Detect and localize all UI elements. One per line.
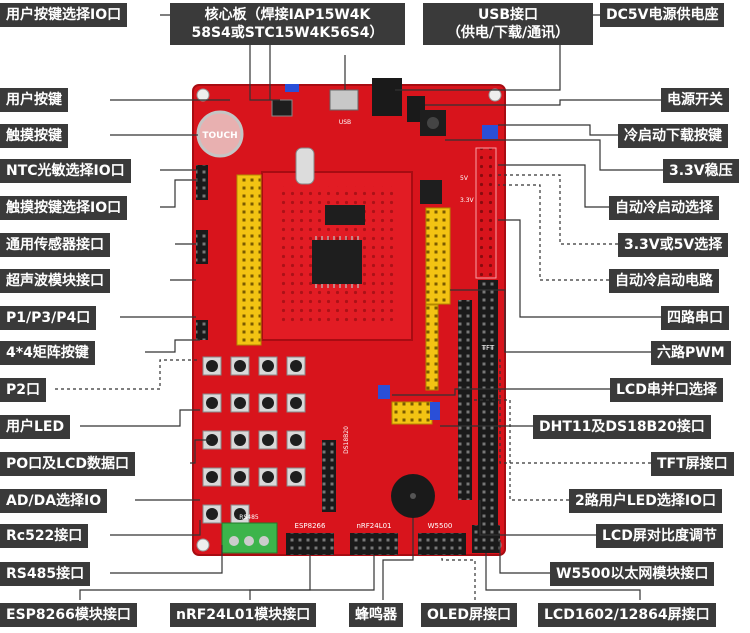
label-tft: TFT屏接口 xyxy=(651,452,734,476)
label-core-board: 核心板（焊接IAP15W4K 58S4或STC15W4K56S4） xyxy=(170,3,405,45)
core-board xyxy=(261,171,442,341)
label-usb-line1: USB接口 xyxy=(477,7,539,23)
silk-3v3: 3.3V xyxy=(460,197,475,204)
label-esp8266: ESP8266模块接口 xyxy=(0,603,137,627)
silk-5v: 5V xyxy=(460,175,469,182)
matrix-key-cap xyxy=(234,397,246,409)
label-rc522: Rc522接口 xyxy=(0,524,89,548)
matrix-key-cap xyxy=(206,434,218,446)
matrix-key-cap xyxy=(290,434,302,446)
matrix-key-cap xyxy=(290,471,302,483)
label-usb-line2: （供电/下载/通讯） xyxy=(446,25,570,41)
user-key xyxy=(271,99,293,117)
label-buzzer: 蜂鸣器 xyxy=(349,603,403,627)
matrix-key-cap xyxy=(206,471,218,483)
silk-ds18b20: DS18B20 xyxy=(343,426,350,454)
label-lcd1602: LCD1602/12864屏接口 xyxy=(538,603,716,627)
black-headers xyxy=(196,165,500,555)
label-core-board-line2: 58S4或STC15W4K56S4） xyxy=(191,25,384,41)
label-dht11: DHT11及DS18B20接口 xyxy=(533,415,711,439)
matrix-key-cap xyxy=(234,360,246,372)
label-w5500: W5500以太网模块接口 xyxy=(550,562,715,586)
silk-w5500: W5500 xyxy=(428,522,453,530)
matrix-key-cap xyxy=(262,397,274,409)
matrix-keypad xyxy=(202,356,306,524)
label-sensor: 通用传感器接口 xyxy=(0,233,110,257)
yellow-headers xyxy=(236,174,451,425)
label-lcd-sp: LCD串并口选择 xyxy=(610,378,723,402)
label-ntc: NTC光敏选择IO口 xyxy=(0,159,131,183)
label-3v3-5v: 3.3V或5V选择 xyxy=(618,233,729,257)
matrix-key-cap xyxy=(206,360,218,372)
label-led2: 2路用户LED选择IO口 xyxy=(569,489,722,513)
touch-pad: TOUCH xyxy=(196,110,244,158)
matrix-key-cap xyxy=(206,397,218,409)
silk-touch: TOUCH xyxy=(202,131,237,141)
dc-jack xyxy=(372,78,402,116)
label-uart4: 四路串口 xyxy=(661,306,729,330)
blue-jumper-mid xyxy=(378,385,390,399)
pink-header xyxy=(475,147,497,279)
label-auto-cold-circuit: 自动冷启动电路 xyxy=(609,269,719,293)
label-touch-io: 触摸按键选择IO口 xyxy=(0,196,128,220)
label-touch-key: 触摸按键 xyxy=(0,124,68,148)
silk-usb: USB xyxy=(339,119,351,126)
matrix-key-cap xyxy=(262,471,274,483)
label-power-switch: 电源开关 xyxy=(661,88,729,112)
label-auto-cold-select: 自动冷启动选择 xyxy=(609,196,719,220)
usb-connector xyxy=(329,89,359,111)
label-usb: USB接口 （供电/下载/通讯） xyxy=(423,3,593,45)
blue-jumper-mid2 xyxy=(430,402,440,420)
silk-tft: TFT xyxy=(481,344,495,352)
matrix-key-cap xyxy=(234,508,246,520)
matrix-key-cap xyxy=(234,471,246,483)
blue-jumper-top xyxy=(285,84,299,92)
blue-jumper-right xyxy=(482,125,498,139)
label-dc5v: DC5V电源供电座 xyxy=(600,3,725,27)
label-user-key: 用户按键 xyxy=(0,88,68,112)
label-user-key-io: 用户按键选择IO口 xyxy=(0,3,128,27)
silk-esp8266: ESP8266 xyxy=(295,522,326,530)
matrix-key-cap xyxy=(206,508,218,520)
silk-nrf: nRF24L01 xyxy=(356,522,391,530)
label-nrf: nRF24L01模块接口 xyxy=(170,603,317,627)
label-p2: P2口 xyxy=(0,378,47,402)
crystal xyxy=(295,147,315,185)
matrix-key-cap xyxy=(290,397,302,409)
label-p0-lcd: PO口及LCD数据口 xyxy=(0,452,135,476)
matrix-key-cap xyxy=(262,360,274,372)
label-core-board-line1: 核心板（焊接IAP15W4K xyxy=(204,7,371,23)
label-p134: P1/P3/P4口 xyxy=(0,306,97,330)
label-ultrasonic: 超声波模块接口 xyxy=(0,269,110,293)
label-user-led: 用户LED xyxy=(0,415,71,439)
label-cold-start: 冷启动下载按键 xyxy=(618,124,728,148)
label-lcd-contrast: LCD屏对比度调节 xyxy=(596,524,723,548)
label-oled: OLED屏接口 xyxy=(421,603,518,627)
matrix-key-cap xyxy=(262,434,274,446)
matrix-key-cap xyxy=(290,360,302,372)
silk-rs485: RS485 xyxy=(239,514,259,521)
leader-lines xyxy=(55,14,663,600)
mcu-chip xyxy=(312,240,362,284)
label-adda: AD/DA选择IO xyxy=(0,489,108,513)
label-rs485: RS485接口 xyxy=(0,562,91,586)
label-3v3: 3.3V稳压 xyxy=(663,159,739,183)
label-pwm6: 六路PWM xyxy=(651,341,731,365)
label-matrix: 4*4矩阵按键 xyxy=(0,341,95,365)
matrix-key-cap xyxy=(234,434,246,446)
